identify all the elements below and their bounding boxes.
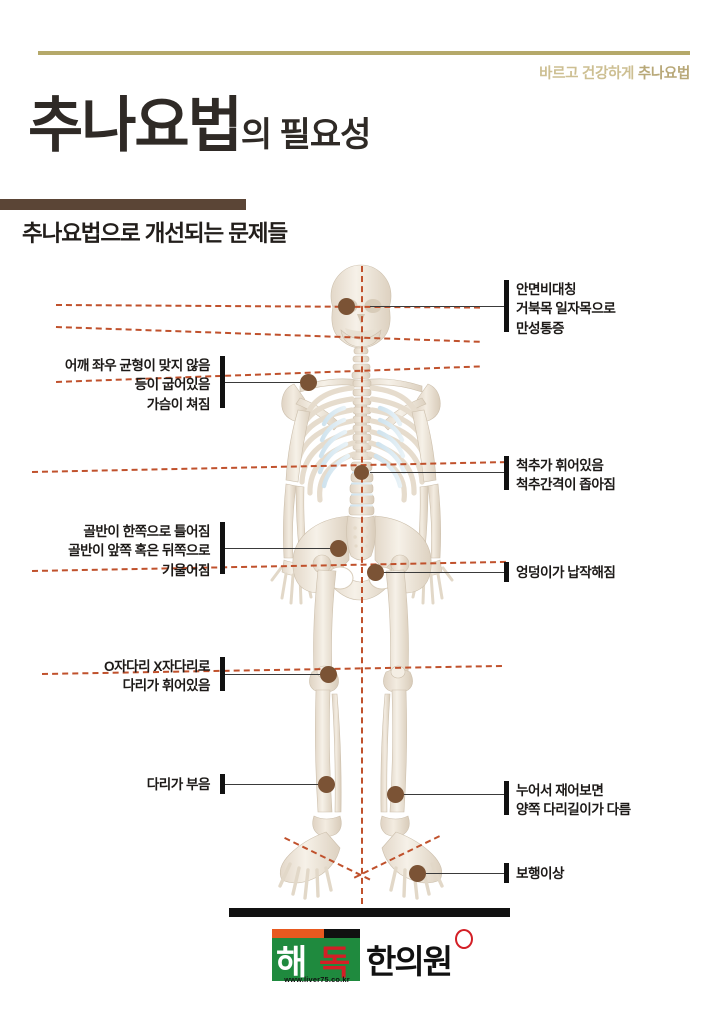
annotation-face-neck: 안면비대칭 거북목 일자목으로 만성통증: [516, 280, 616, 338]
annotation-hip-line-1: 엉덩이가 납작해짐: [516, 565, 616, 580]
leader-line-hip: [382, 572, 505, 573]
annotation-pelvis: 골반이 한쪽으로 틀어짐 골반이 앞쪽 혹은 뒤쪽으로 기울어짐: [0, 522, 210, 580]
annotation-shoulder: 어깨 좌우 균형이 맞지 않음 등이 굽어있음 가슴이 쳐짐: [0, 356, 211, 414]
label-cap-pelvis: [220, 522, 225, 574]
logo-char-2: 독: [319, 943, 350, 983]
annotation-leg-length-line-1: 누어서 재어보면: [516, 783, 604, 798]
annotation-gait-line-1: 보행이상: [516, 866, 565, 881]
leader-line-gait: [424, 873, 505, 874]
logo-char-1: 해: [276, 943, 307, 983]
annotation-legs-bowed: O자다리 X자다리로 다리가 휘어있음: [0, 657, 210, 696]
label-cap-leg-length: [504, 781, 509, 815]
annotation-pelvis-line-1: 골반이 한쪽으로 틀어짐: [83, 524, 210, 539]
label-cap-face-neck: [504, 280, 509, 332]
label-cap-leg-swelling: [220, 774, 225, 794]
annotation-shoulder-line-3: 가슴이 쳐짐: [146, 396, 211, 412]
logo-seal-icon: [455, 929, 473, 949]
subheading-accent-bar: [0, 199, 246, 210]
subheading: 추나요법으로 개선되는 문제들: [22, 221, 288, 246]
label-cap-spine: [504, 456, 509, 490]
annotation-leg-length: 누어서 재어보면 양쪽 다리길이가 다름: [516, 781, 631, 820]
annotation-spine-line-1: 척추가 휘어있음: [516, 458, 604, 473]
leader-line-leg-swelling: [225, 784, 325, 785]
annotation-spine: 척추가 휘어있음 척추간격이 좁아짐: [516, 456, 616, 495]
logo-orange-bar: [272, 929, 324, 938]
annotation-pelvis-line-2: 골반이 앞쪽 혹은 뒤쪽으로: [68, 543, 210, 559]
annotation-shoulder-line-1: 어깨 좌우 균형이 맞지 않음: [64, 358, 211, 373]
label-cap-gait: [504, 863, 509, 883]
logo-clinic-name: 한의원: [366, 942, 453, 981]
marker-dot-gait: [409, 865, 426, 882]
label-cap-legs-bowed: [220, 657, 225, 691]
annotation-leg-swelling: 다리가 부음: [0, 775, 211, 794]
label-cap-shoulder: [220, 356, 225, 408]
leader-line-spine: [370, 472, 505, 473]
page-title: 추나요법의 필요성: [28, 96, 372, 156]
logo-website-url[interactable]: www.liver75.co.kr: [284, 975, 350, 984]
floor-baseline-bar: [229, 908, 510, 917]
annotation-pelvis-line-3: 기울어짐: [161, 562, 211, 578]
leader-line-leg-length: [401, 794, 505, 795]
marker-dot-shoulder: [300, 374, 317, 391]
kicker-light-text: 바르고 건강하게: [539, 66, 635, 82]
page-title-main: 추나요법: [28, 92, 243, 159]
marker-dot-pelvis: [330, 540, 347, 557]
annotation-hip: 엉덩이가 납작해짐: [516, 563, 616, 582]
marker-dot-leg-swelling: [318, 776, 335, 793]
annotation-legs-bowed-line-1: O자다리 X자다리로: [104, 659, 210, 674]
annotation-face-neck-line-3: 만성통증: [516, 320, 565, 336]
logo-black-bar: [324, 929, 360, 938]
marker-dot-legs-bowed: [320, 666, 337, 683]
skeleton-diagram: 안면비대칭 거북목 일자목으로 만성통증 척추가 휘어있음 척추간격이 좁아짐 …: [0, 258, 724, 924]
kicker-bold-text: 추나요법: [637, 66, 690, 82]
annotation-face-neck-line-2: 거북목 일자목으로: [516, 301, 616, 317]
annotation-leg-swelling-line-1: 다리가 부음: [146, 777, 211, 792]
annotation-face-neck-line-1: 안면비대칭: [516, 282, 577, 297]
clinic-logo[interactable]: 해 독 www.liver75.co.kr 한의원: [262, 925, 473, 989]
leader-line-face-neck: [370, 306, 505, 307]
header-kicker: 바르고 건강하게 추나요법: [539, 62, 690, 83]
leader-line-shoulder: [225, 382, 315, 383]
marker-dot-leg-length: [387, 786, 404, 803]
page-title-sub: 의 필요성: [240, 116, 372, 154]
annotation-gait: 보행이상: [516, 864, 565, 883]
logo-badge: 해 독: [272, 929, 360, 983]
annotation-legs-bowed-line-2: 다리가 휘어있음: [122, 678, 211, 694]
marker-dot-face-neck: [338, 298, 355, 315]
marker-dot-hip: [367, 564, 384, 581]
top-gold-rule: [38, 51, 690, 55]
annotation-spine-line-2: 척추간격이 좁아짐: [516, 477, 616, 493]
skeleton-illustration: [270, 264, 454, 900]
annotation-shoulder-line-2: 등이 굽어있음: [134, 377, 211, 393]
label-cap-hip: [504, 562, 509, 582]
leader-line-legs-bowed: [225, 674, 325, 675]
plumb-center-line: [361, 266, 363, 914]
annotation-leg-length-line-2: 양쪽 다리길이가 다름: [516, 802, 631, 818]
leader-line-pelvis: [225, 548, 335, 549]
marker-dot-spine: [354, 465, 369, 480]
